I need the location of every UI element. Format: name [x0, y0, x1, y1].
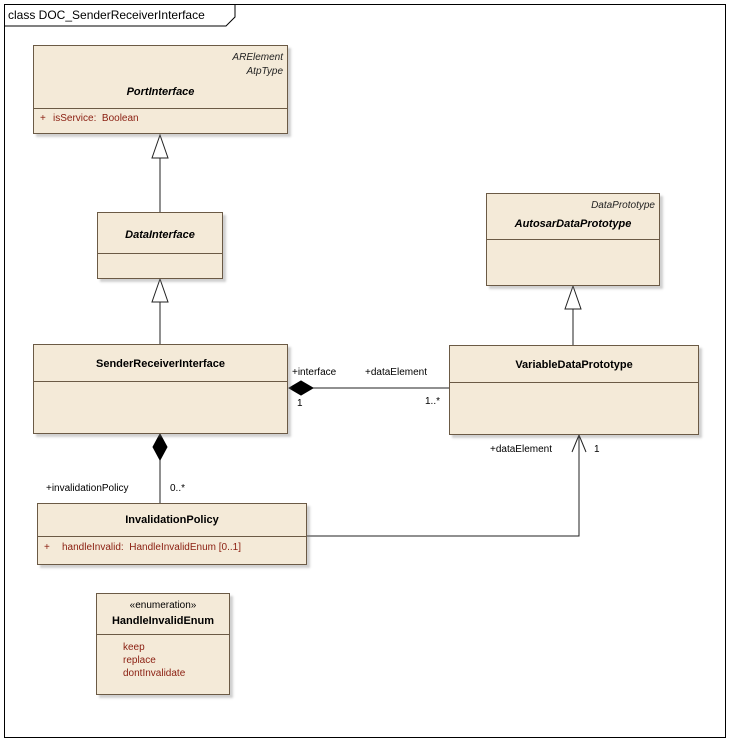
frame-title: class DOC_SenderReceiverInterface	[8, 8, 205, 22]
class-header: SenderReceiverInterface	[34, 345, 287, 382]
stereotype: «enumeration»	[129, 600, 197, 611]
multiplicity-label: 1	[297, 398, 303, 409]
role-label: +dataElement	[490, 444, 552, 455]
role-label: +interface	[292, 367, 337, 378]
class-name: AutosarDataPrototype	[514, 218, 632, 230]
class-name: HandleInvalidEnum	[111, 615, 215, 627]
class-name: InvalidationPolicy	[125, 514, 219, 526]
multiplicity-label: 1	[594, 444, 600, 455]
class-header: InvalidationPolicy	[38, 504, 306, 537]
enum-literal: keep	[123, 642, 145, 653]
attribute: handleInvalid: HandleInvalidEnum [0..1]	[62, 542, 242, 553]
class-name: VariableDataPrototype	[515, 359, 633, 371]
association-ip-vdp	[307, 435, 580, 537]
class-senderreceiverinterface[interactable]: SenderReceiverInterface	[33, 344, 288, 434]
enum-literal: replace	[123, 655, 156, 666]
class-datainterface[interactable]: DataInterface	[97, 212, 223, 279]
class-name: PortInterface	[126, 86, 195, 98]
stereotype: AtpType	[246, 66, 284, 77]
class-autosardataprototype[interactable]: DataPrototype AutosarDataPrototype	[486, 193, 660, 286]
stereotype: DataPrototype	[591, 200, 655, 211]
association-arrowhead	[571, 433, 587, 453]
class-portinterface[interactable]: ARElement AtpType PortInterface + isServ…	[33, 45, 288, 134]
class-name: DataInterface	[125, 229, 195, 241]
class-header: «enumeration» HandleInvalidEnum	[97, 594, 229, 635]
attribute-visibility: +	[40, 113, 46, 124]
multiplicity-label: 0..*	[170, 483, 186, 494]
class-name: SenderReceiverInterface	[95, 358, 225, 370]
class-header: DataPrototype AutosarDataPrototype	[487, 194, 659, 240]
enum-literal: dontInvalidate	[123, 668, 186, 679]
role-label: +invalidationPolicy	[46, 483, 129, 494]
class-header: VariableDataPrototype	[450, 346, 698, 383]
attribute-visibility: +	[44, 542, 50, 553]
stereotype: ARElement	[232, 52, 283, 63]
class-header: DataInterface	[98, 213, 222, 254]
frame-tab-outline	[4, 4, 236, 27]
multiplicity-label: 1..*	[425, 396, 441, 407]
class-variabledataprototype[interactable]: VariableDataPrototype	[449, 345, 699, 435]
role-label: +dataElement	[365, 367, 427, 378]
generalization-arrowhead	[564, 284, 582, 310]
class-header: ARElement AtpType PortInterface	[34, 46, 287, 109]
composition-diamond	[288, 380, 314, 396]
attribute: isService: Boolean	[53, 113, 139, 124]
composition-diamond	[152, 432, 168, 462]
class-handleinvalidenum[interactable]: «enumeration» HandleInvalidEnum keep rep…	[96, 593, 230, 695]
literal-list: keep replace dontInvalidate	[123, 641, 185, 680]
class-invalidationpolicy[interactable]: InvalidationPolicy + handleInvalid: Hand…	[37, 503, 307, 565]
generalization-arrowhead	[151, 133, 169, 159]
generalization-arrowhead	[151, 277, 169, 303]
